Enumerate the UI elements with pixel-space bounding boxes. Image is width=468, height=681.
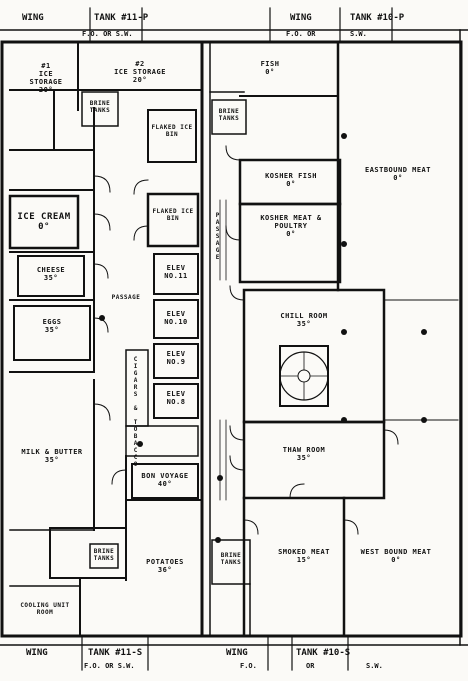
room-elevator-10: ELEV NO.10 [164,310,188,326]
room-temp: 35° [44,326,60,334]
room-brine-tanks-right: BRINE TANKS [218,108,240,122]
footer-sub-sw: S.W. [366,662,383,670]
room-name: SMOKED MEAT [278,548,330,556]
room-potatoes: POTATOES 36° [132,558,198,574]
footer-tank-11s: TANK #11-S [88,648,143,658]
room-fish: FISH 0° [250,60,290,76]
room-name: EGGS [42,318,62,326]
room-brine-tanks-left-lower: BRINE TANKS [93,548,115,562]
room-name: KOSHER MEAT & POULTRY [260,214,322,230]
room-bon-voyage: BON VOYAGE 40° [134,472,196,488]
room-flaked-ice-bin-1: FLAKED ICE BIN [151,124,193,138]
room-ice-storage-2: #2 ICE STORAGE 20° [100,60,180,84]
room-thaw-room: THAW ROOM 35° [262,446,346,462]
header-wing-right: WING [290,13,312,23]
room-name: ICE STORAGE [29,70,63,86]
header-sub-right: F.O. OR [286,30,316,38]
room-milk-butter: MILK & BUTTER 35° [14,448,90,464]
room-name: THAW ROOM [282,446,326,454]
room-temp: 35° [296,454,312,462]
room-brine-tanks-right-lower: BRINE TANKS [220,552,242,566]
room-name: CHILL ROOM [280,312,328,320]
room-number: #2 [135,60,145,68]
room-cheese: CHEESE 35° [22,266,80,282]
footer-tank-10s: TANK #10-S [296,648,351,658]
header-tank-10p: TANK #10-P [350,13,405,23]
room-temp: 35° [296,320,312,328]
room-cooling-unit: COOLING UNIT ROOM [20,602,70,616]
room-name: WEST BOUND MEAT [360,548,432,556]
room-name: POTATOES [146,558,184,566]
room-eggs: EGGS 35° [22,318,82,334]
room-elevator-9: ELEV NO.9 [166,350,186,366]
room-temp: 35° [43,274,59,282]
room-temp: 0° [38,222,50,232]
header-wing-left: WING [22,13,44,23]
room-temp: 40° [157,480,173,488]
footer-wing-left: WING [26,648,48,658]
room-name: BON VOYAGE [141,472,189,480]
room-temp: 0° [286,230,296,238]
room-name: ICE STORAGE [114,68,166,76]
room-cigars-tobacco: CIGARS & TOBACCO [132,356,139,468]
room-kosher-fish: KOSHER FISH 0° [246,172,336,188]
header-sub-left: F.O. OR S.W. [82,30,133,38]
room-name: ICE CREAM [17,212,71,222]
room-kosher-meat-poultry: KOSHER MEAT & POULTRY 0° [244,214,338,238]
room-temp: 20° [38,86,54,94]
room-temp: 0° [391,556,401,564]
room-temp: 0° [286,180,296,188]
room-temp: 35° [44,456,60,464]
header-sub-right-2: S.W. [350,30,367,38]
room-temp: 15° [296,556,312,564]
room-westbound-meat: WEST BOUND MEAT 0° [354,548,438,564]
room-name: KOSHER FISH [265,172,317,180]
room-passage-left: PASSAGE [111,294,141,301]
room-name: MILK & BUTTER [21,448,83,456]
footer-sub-left: F.O. OR S.W. [84,662,135,670]
room-eastbound-meat: EASTBOUND MEAT 0° [356,166,440,182]
room-temp: 36° [157,566,173,574]
header-tank-11p: TANK #11-P [94,13,149,23]
room-brine-tanks: BRINE TANKS [89,100,111,114]
room-name: FISH [260,60,280,68]
room-temp: 0° [393,174,403,182]
room-temp: 0° [265,68,275,76]
room-number: #1 [41,62,51,70]
room-elevator-8: ELEV NO.8 [166,390,186,406]
room-name: CHEESE [36,266,66,274]
room-elevator-11: ELEV NO.11 [164,264,188,280]
room-chill-room: CHILL ROOM 35° [262,312,346,328]
room-passage-right: PASSAGE [214,211,221,261]
footer-wing-right: WING [226,648,248,658]
room-temp: 20° [132,76,148,84]
room-ice-cream: ICE CREAM 0° [14,212,74,232]
room-flaked-ice-bin-2: FLAKED ICE BIN [152,208,194,222]
room-smoked-meat: SMOKED MEAT 15° [270,548,338,564]
footer-sub-or: OR [306,662,315,670]
footer-sub-fo: F.O. [240,662,257,670]
room-name: EASTBOUND MEAT [364,166,431,174]
room-ice-storage-1: #1 ICE STORAGE 20° [26,62,66,94]
